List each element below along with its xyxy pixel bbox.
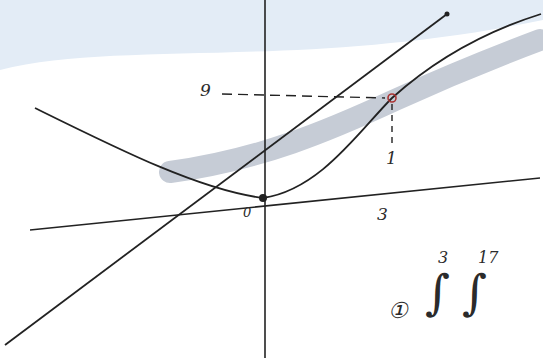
integral-sign: ∫ (425, 268, 450, 316)
origin-label: 0 (243, 206, 251, 219)
guide-mark: 1 (386, 150, 397, 167)
axis-value: 9 (200, 82, 211, 99)
step-number: ① (388, 300, 408, 322)
bound-value: 3 (438, 250, 448, 266)
parabola-curve (35, 14, 541, 198)
intersection-point (388, 94, 396, 102)
dashed-guide (222, 94, 385, 98)
origin-point (259, 194, 267, 202)
bound-value: 17 (478, 250, 498, 266)
highlight-band (170, 40, 540, 172)
straight-line (5, 14, 447, 345)
integral-sign: ∫ (462, 268, 487, 316)
axis-value: 3 (377, 206, 388, 223)
end-dot (445, 12, 450, 17)
y-axis (264, 0, 266, 358)
x-axis (30, 178, 540, 230)
dashed-guide (391, 104, 392, 148)
